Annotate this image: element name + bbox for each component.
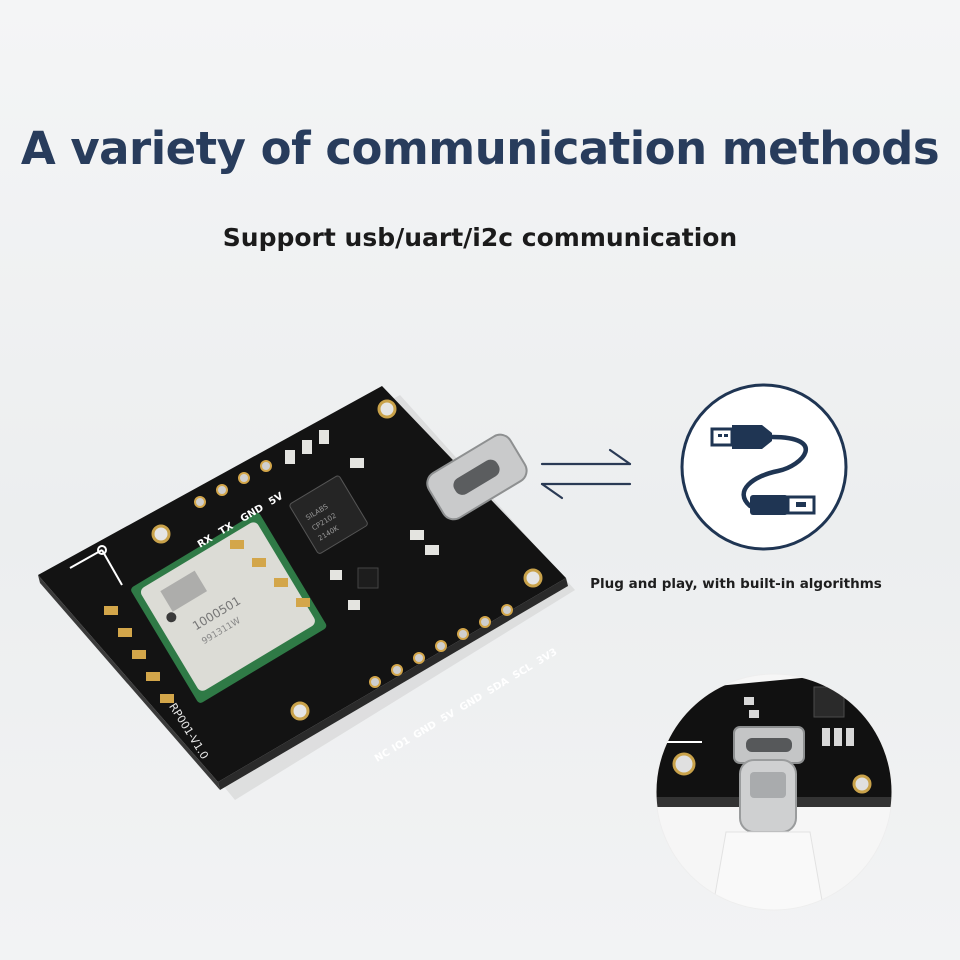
page-title: A variety of communication methods: [20, 122, 940, 175]
page-subtitle: Support usb/uart/i2c communication: [222, 223, 738, 252]
pin-label: IO1: [390, 735, 412, 754]
pin-label: 5V: [439, 708, 457, 725]
pin-label: GND: [458, 691, 485, 713]
bidirectional-arrows-icon: [540, 448, 632, 500]
pin-label: 3V3: [535, 647, 559, 668]
pin-label: SCL: [511, 661, 535, 682]
usb-caption: Plug and play, with built-in algorithms: [590, 576, 882, 592]
pin-label: SDA: [485, 676, 511, 698]
sensor-board-photo: 1000501 991311W SILABS CP2102 2140K: [38, 386, 575, 800]
pin-label: NC: [373, 747, 392, 765]
pin-label: GND: [412, 719, 439, 741]
usb-c-detail-photo: [655, 673, 893, 911]
usb-cable-icon: [680, 383, 848, 551]
